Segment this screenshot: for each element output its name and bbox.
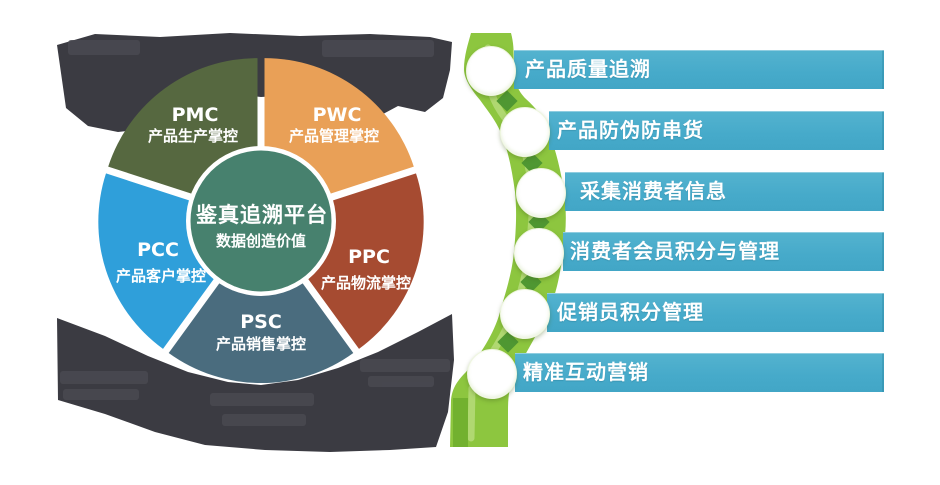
- petal-pmc-label: 产品生产掌控: [148, 127, 238, 145]
- silhouette-bottom-band: [57, 314, 454, 452]
- petal-psc-label: 产品销售掌控: [216, 335, 306, 353]
- feature-node-circle-6: [467, 349, 517, 399]
- petal-pwc-label: 产品管理掌控: [289, 127, 379, 145]
- petal-pcc-label: 产品客户掌控: [116, 267, 206, 285]
- feature-bar-promoter-points: 促销员积分管理: [547, 293, 884, 332]
- feature-bar-precision-marketing: 精准互动营销: [515, 353, 884, 392]
- petal-ppc-label: 产品物流掌控: [321, 274, 411, 292]
- ribbon-fold-shade: [453, 398, 468, 447]
- feature-bar-consumer-info: 采集消费者信息: [565, 172, 884, 211]
- feature-bar-anti-counterfeit: 产品防伪防串货: [549, 111, 884, 150]
- petal-psc: [168, 226, 354, 383]
- hub-title: 鉴真追溯平台: [195, 203, 328, 227]
- feature-node-circle-2: [500, 107, 550, 157]
- petal-pcc-acronym: PCC: [137, 239, 179, 261]
- feature-node-circle-4: [514, 228, 564, 278]
- petal-psc-acronym: PSC: [240, 311, 282, 333]
- petal-ppc-acronym: PPC: [348, 246, 390, 268]
- petal-pwc-acronym: PWC: [313, 104, 362, 126]
- hub-circle: [190, 150, 332, 292]
- ghost-text-smudges: [60, 40, 450, 426]
- feature-bar-member-points: 消费者会员积分与管理: [563, 232, 884, 271]
- hub-subtitle: 数据创造价值: [216, 232, 306, 250]
- feature-bar-quality-trace: 产品质量追溯: [514, 50, 884, 89]
- feature-node-circle-3: [516, 168, 566, 218]
- feature-node-circle-5: [500, 289, 550, 339]
- petal-pmc-acronym: PMC: [172, 104, 219, 126]
- feature-node-circle-1: [466, 46, 516, 96]
